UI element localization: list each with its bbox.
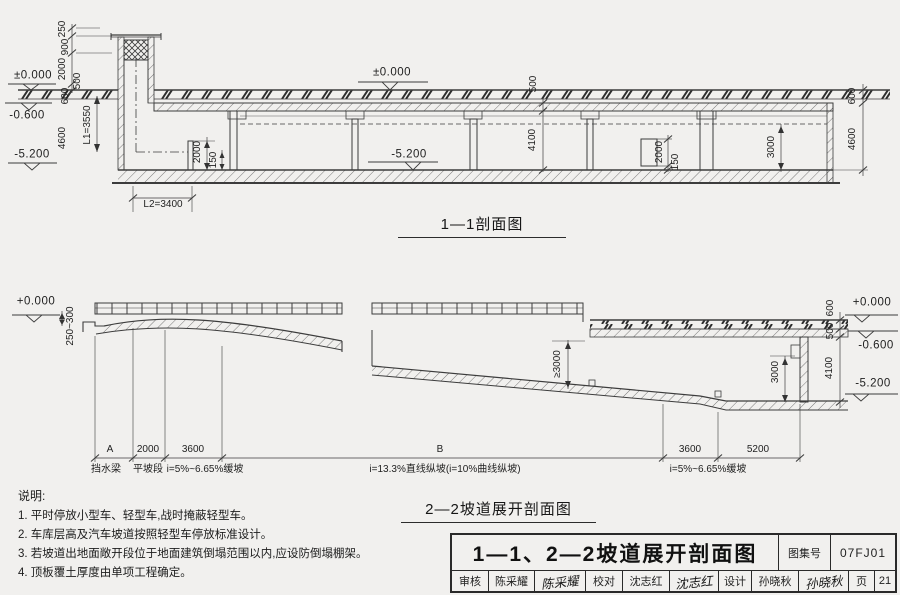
dim-label: 2000 bbox=[136, 444, 160, 455]
atlas-number: 07FJ01 bbox=[830, 535, 895, 570]
dim-label: 3000 bbox=[770, 360, 781, 384]
dim-label: 3600 bbox=[678, 444, 702, 455]
elevation-label: -5.200 bbox=[14, 148, 50, 161]
reviewer-label: 审核 bbox=[459, 576, 481, 588]
notes-block: 说明: 1. 平时停放小型车、轻型车,战时掩蔽轻型车。 2. 车库层高及汽车坡道… bbox=[18, 487, 408, 583]
reviewer-signature: 陈采耀 bbox=[534, 571, 585, 591]
title-block: 1—1、2—2坡道展开剖面图 图集号 07FJ01 审核 陈采耀 陈采耀 校对 … bbox=[450, 533, 897, 593]
note-item: 1. 平时停放小型车、轻型车,战时掩蔽轻型车。 bbox=[18, 510, 253, 522]
atlas-number-label: 图集号 bbox=[778, 535, 830, 570]
page-label: 页 bbox=[848, 571, 874, 591]
elevation-label: +0.000 bbox=[852, 296, 892, 309]
dim-label: L1=3550 bbox=[82, 105, 93, 145]
signature: 孙晓秋 bbox=[804, 573, 844, 591]
signature: 陈采耀 bbox=[540, 573, 580, 591]
dim-label: 4600 bbox=[57, 126, 68, 150]
dim-label: 3000 bbox=[766, 135, 777, 159]
dim-label: 500 bbox=[825, 322, 836, 340]
elevation-label: -5.200 bbox=[391, 148, 427, 161]
elevation-label: ±0.000 bbox=[372, 66, 412, 79]
slope-label: i=5%~6.65%缓坡 bbox=[166, 464, 244, 475]
note-item: 2. 车库层高及汽车坡道按照轻型车停放标准设计。 bbox=[18, 529, 273, 541]
dim-label: 5200 bbox=[746, 444, 770, 455]
sheet-title: 1—1、2—2坡道展开剖面图 bbox=[472, 542, 758, 566]
vent-shaft bbox=[110, 33, 188, 171]
designer-label: 设计 bbox=[718, 571, 751, 591]
elevation-label: -0.600 bbox=[9, 109, 45, 122]
dim-label: B bbox=[436, 444, 444, 455]
signature: 沈志红 bbox=[674, 573, 714, 591]
designer-signature: 孙晓秋 bbox=[798, 571, 848, 591]
slope-label: 挡水梁 bbox=[91, 464, 121, 475]
section-1-1-caption: 1—1剖面图 bbox=[398, 213, 566, 238]
dim-label: 250 bbox=[57, 20, 68, 38]
dim-label: 500 bbox=[72, 72, 83, 90]
dim-label: 2000 bbox=[192, 140, 203, 164]
dim-label: 4100 bbox=[824, 356, 835, 380]
dim-label: 150 bbox=[208, 151, 219, 169]
checker-signature: 沈志红 bbox=[669, 571, 718, 591]
reviewer-name: 陈采耀 bbox=[488, 571, 534, 591]
dim-label: 2000 bbox=[57, 57, 68, 81]
dim-label: ≥3000 bbox=[552, 350, 563, 378]
elevation-label: +0.000 bbox=[16, 295, 56, 308]
checker-label: 校对 bbox=[585, 571, 622, 591]
dim-label: L2=3400 bbox=[143, 199, 183, 210]
section-2-2 bbox=[12, 302, 898, 462]
note-item: 3. 若坡道出地面敞开段位于地面建筑倒塌范围以内,应设防倒塌棚架。 bbox=[18, 548, 368, 560]
page-number: 21 bbox=[874, 571, 895, 591]
designer-name: 孙晓秋 bbox=[751, 571, 798, 591]
elevation-label: -5.200 bbox=[855, 377, 891, 390]
dim-label: 150 bbox=[670, 153, 681, 171]
dim-label: 4600 bbox=[847, 127, 858, 151]
slope-label: i=13.3%直线纵坡(i=10%曲线纵坡) bbox=[369, 464, 521, 475]
dim-label: 250~300 bbox=[65, 306, 76, 346]
dim-label: 3600 bbox=[181, 444, 205, 455]
checker-name: 沈志红 bbox=[622, 571, 669, 591]
note-item: 4. 顶板覆土厚度由单项工程确定。 bbox=[18, 567, 192, 579]
dim-label: 600 bbox=[825, 299, 836, 317]
dim-label: A bbox=[106, 444, 114, 455]
section-1-1 bbox=[5, 24, 890, 212]
dim-label: 600 bbox=[847, 87, 858, 105]
slope-label: i=5%~6.65%缓坡 bbox=[669, 464, 747, 475]
dim-label: 4100 bbox=[527, 128, 538, 152]
section-2-2-caption: 2—2坡道展开剖面图 bbox=[401, 498, 596, 523]
dim-label: 500 bbox=[528, 75, 539, 93]
elevation-label: ±0.000 bbox=[13, 69, 53, 82]
dim-label: 900 bbox=[60, 38, 71, 56]
dim-label: 2000 bbox=[654, 140, 665, 164]
dim-label: 600 bbox=[60, 87, 71, 105]
notes-title: 说明: bbox=[18, 489, 46, 503]
elevation-label: -0.600 bbox=[858, 339, 894, 352]
slope-label: 平坡段 bbox=[133, 464, 163, 475]
